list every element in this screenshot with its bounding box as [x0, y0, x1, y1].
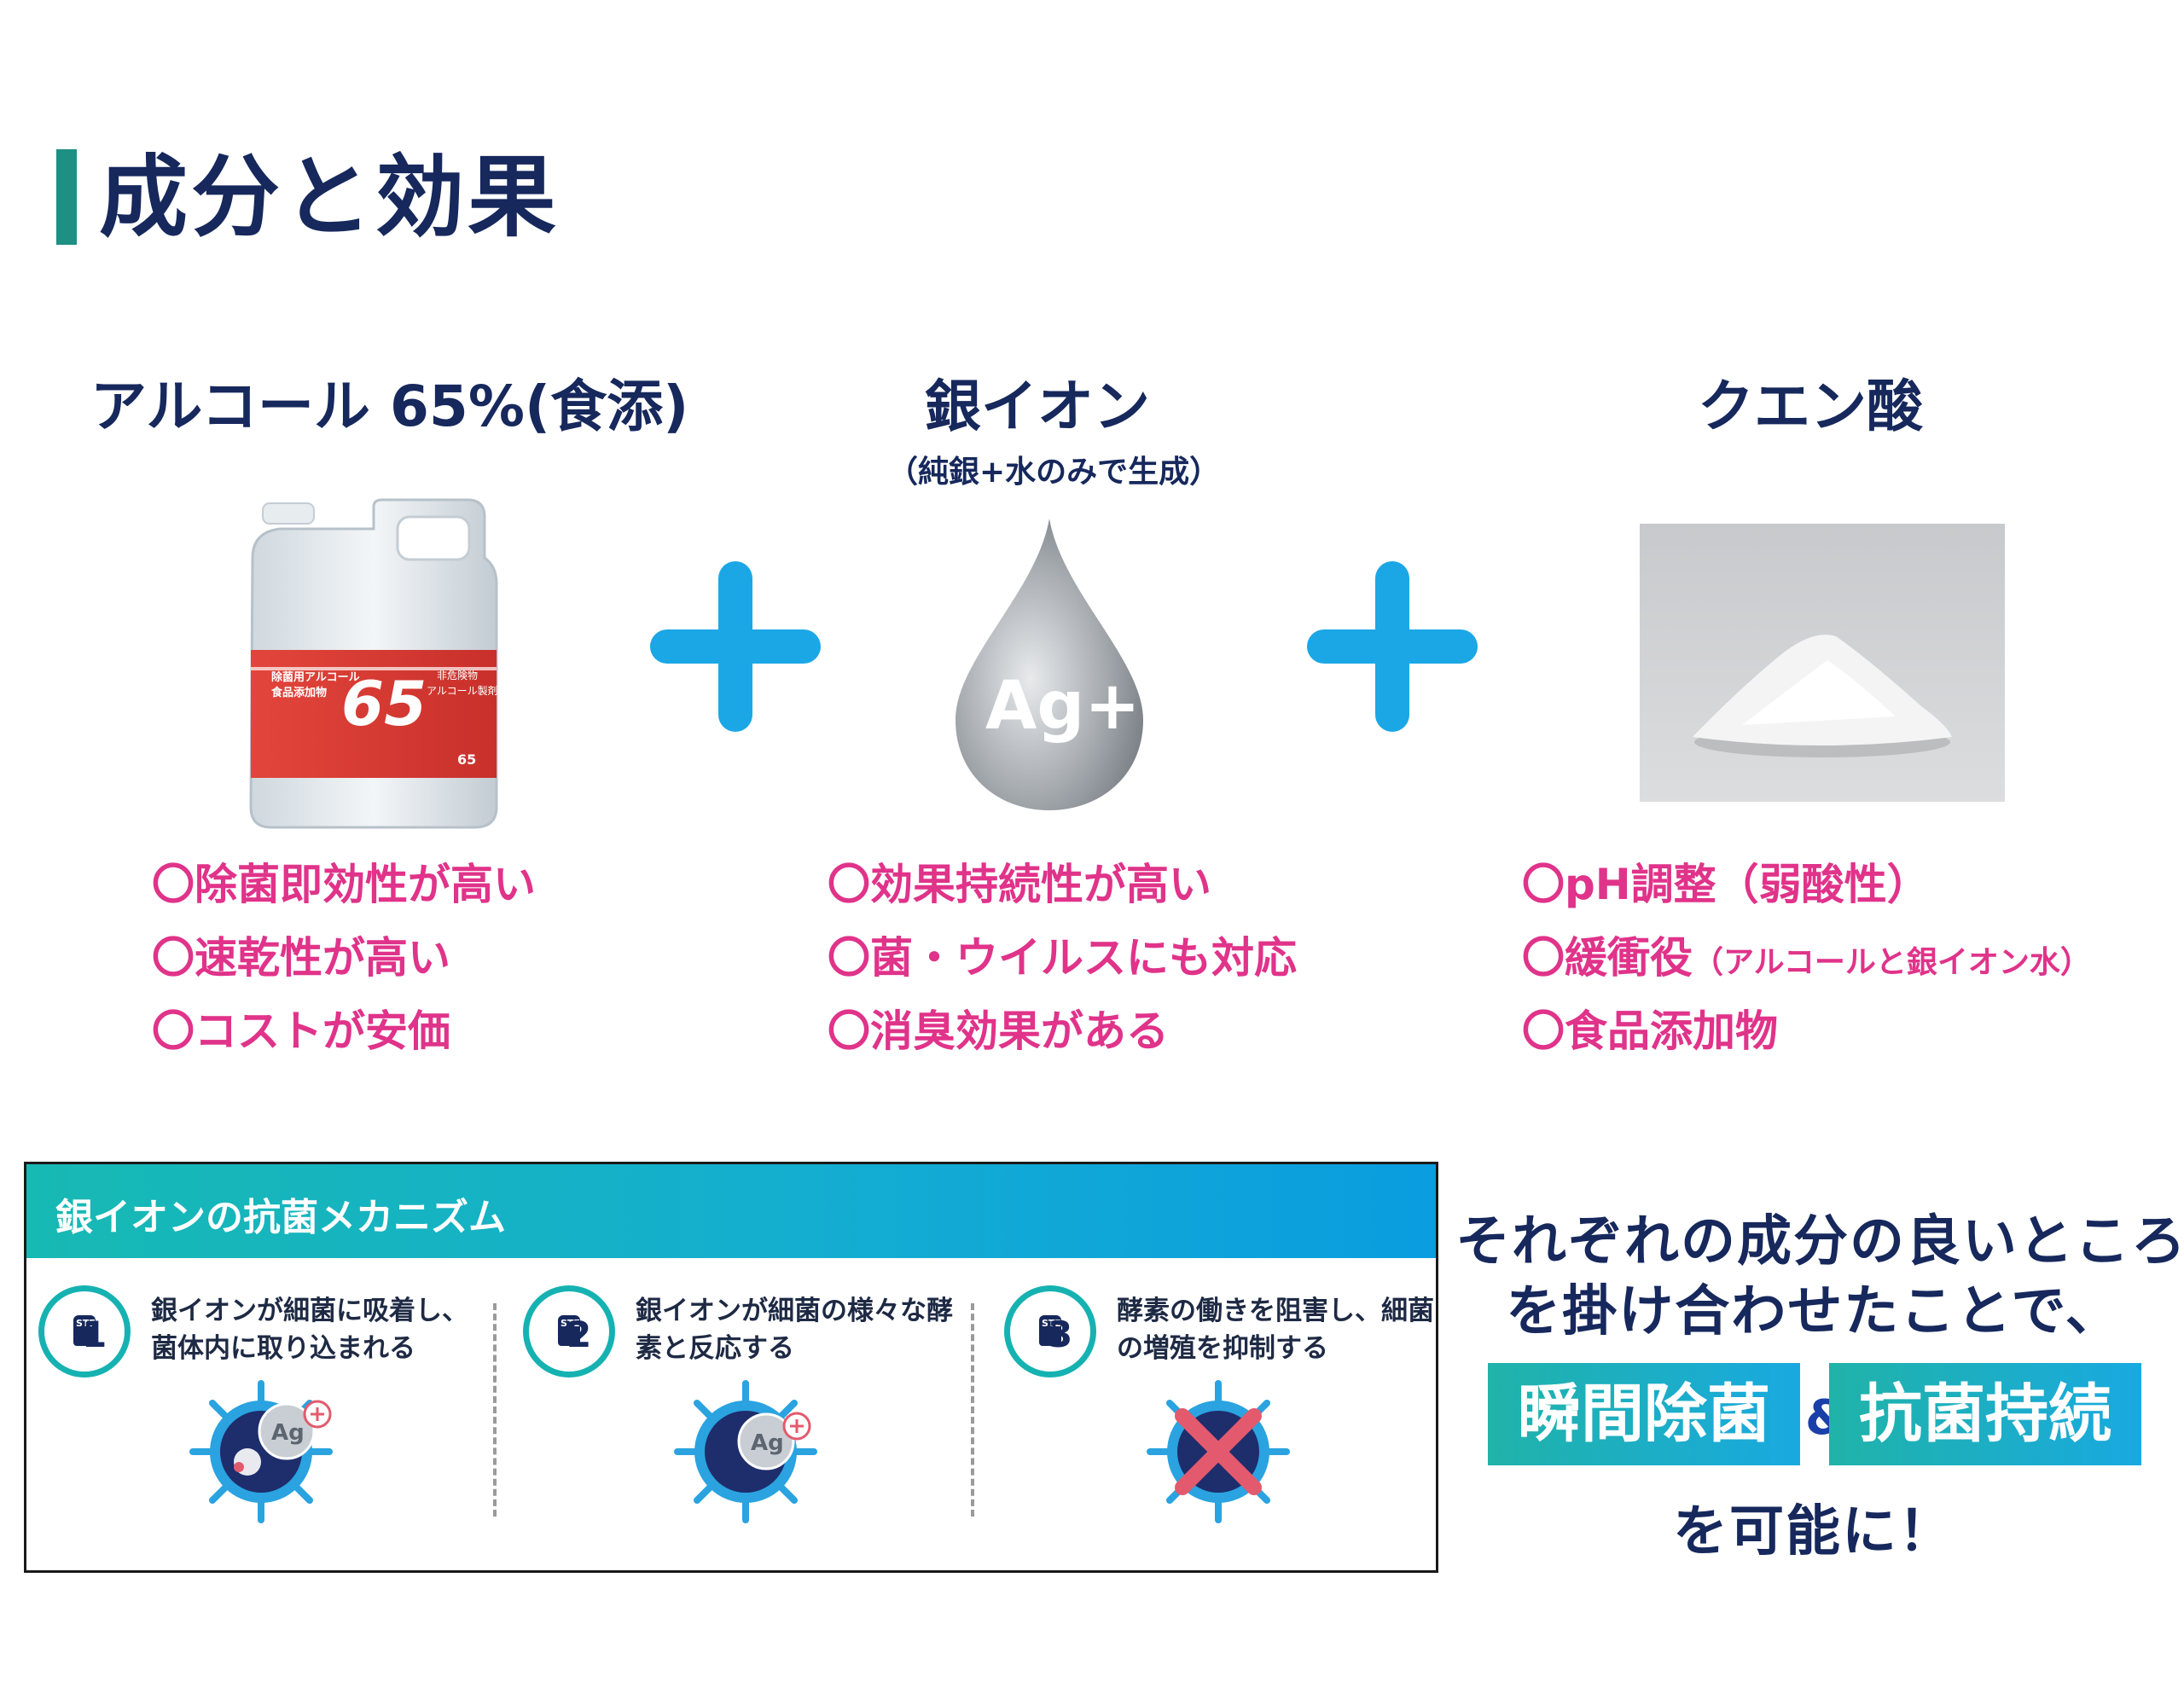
step-badge-icon: STEP 2 [523, 1285, 615, 1378]
svg-text:Ag: Ag [271, 1420, 305, 1446]
highlight-instant-sterilization: 瞬間除菌 [1488, 1363, 1800, 1465]
mechanism-title: 銀イオンの抗菌メカニズム [55, 1196, 506, 1239]
highlight-row: 瞬間除菌 & 抗菌持続 [1488, 1363, 2141, 1465]
feature-item: 〇効果持続性が高い [828, 860, 1211, 909]
svg-text:食品添加物: 食品添加物 [271, 686, 327, 699]
feature-list-alcohol: 〇除菌即効性が高い 〇速乾性が高い 〇コストが安価 [152, 848, 536, 1068]
mechanism-step-3: STEP 3 酵素の働きを阻害し、細菌 の増殖を抑制する [1004, 1285, 1434, 1558]
ingredient-subtitle-silver-ion: （純銀+水のみで生成） [887, 455, 1221, 490]
svg-text:非危険物: 非危険物 [437, 670, 478, 682]
mechanism-step-2: STEP 2 銀イオンが細菌の様々な酵 素と反応する [523, 1285, 984, 1558]
step-number: 1 [82, 1314, 107, 1355]
message-line-3: を可能に！ [1673, 1500, 1955, 1563]
ingredient-title-citric-acid: クエン酸 [1698, 374, 1923, 439]
mechanism-header: 銀イオンの抗菌メカニズム [26, 1164, 1436, 1258]
step-number: 3 [1048, 1314, 1073, 1355]
svg-text:アルコール製剤: アルコール製剤 [427, 684, 498, 697]
feature-item: 〇除菌即効性が高い [152, 860, 536, 909]
svg-text:65: 65 [341, 668, 427, 740]
feature-item: 〇食品添加物 [1522, 1006, 1778, 1056]
page-title-block: 成分と効果 [56, 147, 560, 247]
plus-icon [1307, 561, 1478, 732]
message-line-2: を掛け合わせたことで、 [1506, 1280, 2122, 1343]
feature-item: 〇速乾性が高い [152, 933, 450, 983]
ingredient-title-silver-ion: 銀イオン [925, 374, 1150, 439]
step-description: 銀イオンが細菌の様々な酵 素と反応する [636, 1296, 953, 1364]
step-description: 銀イオンが細菌に吸着し、 菌体内に取り込まれる [151, 1296, 468, 1364]
feature-item: 〇コストが安価 [152, 1006, 450, 1056]
step-number: 2 [566, 1314, 592, 1355]
step-badge-icon: STEP 1 [38, 1285, 131, 1378]
bacteria-cross-icon [1147, 1380, 1290, 1523]
step-divider [493, 1303, 497, 1517]
mechanism-panel: 銀イオンの抗菌メカニズム STEP 1 銀イオンが細菌に吸着し、 菌体内に取り込… [24, 1162, 1438, 1573]
mechanism-step-1: STEP 1 銀イオンが細菌に吸着し、 菌体内に取り込まれる [38, 1285, 499, 1558]
message-line-1: それぞれの成分の良いところ [1455, 1210, 2184, 1273]
plus-icon [650, 561, 821, 732]
feature-item: 〇pH調整（弱酸性） [1522, 860, 1930, 909]
feature-item: 〇緩衝役（アルコールと銀イオン水） [1522, 921, 2091, 995]
step-badge-icon: STEP 3 [1004, 1285, 1096, 1378]
alcohol-bottle-image: 除菌用アルコール 食品添加物 65 非危険物 アルコール製剤 65 [249, 498, 498, 829]
title-accent-bar [56, 149, 77, 245]
feature-item-note: （アルコールと銀イオン水） [1693, 945, 2091, 980]
feature-item: 〇菌・ウイルスにも対応 [828, 933, 1297, 983]
page-title: 成分と効果 [99, 145, 561, 249]
silver-ion-drop-image: Ag+ [956, 519, 1143, 810]
bacteria-icon: Ag [189, 1380, 333, 1523]
highlight-antibacterial-duration: 抗菌持続 [1829, 1363, 2141, 1465]
svg-text:Ag: Ag [751, 1430, 784, 1456]
citric-acid-powder-image [1640, 524, 2005, 802]
feature-item-text: 〇緩衝役 [1522, 933, 1693, 983]
svg-text:65: 65 [457, 751, 476, 768]
feature-list-silver-ion: 〇効果持続性が高い 〇菌・ウイルスにも対応 〇消臭効果がある [828, 848, 1297, 1068]
feature-list-citric-acid: 〇pH調整（弱酸性） 〇緩衝役（アルコールと銀イオン水） 〇食品添加物 [1522, 848, 2091, 1068]
highlight-ampersand: & [1805, 1390, 1847, 1446]
step-divider [971, 1303, 974, 1517]
bacteria-icon: Ag [674, 1380, 817, 1523]
feature-item: 〇消臭効果がある [828, 1006, 1169, 1056]
drop-ion-label: Ag+ [985, 668, 1141, 745]
svg-text:除菌用アルコール: 除菌用アルコール [271, 670, 360, 684]
step-description: 酵素の働きを阻害し、細菌 の増殖を抑制する [1117, 1296, 1434, 1364]
ingredient-title-alcohol: アルコール 65%(食添) [90, 374, 689, 439]
